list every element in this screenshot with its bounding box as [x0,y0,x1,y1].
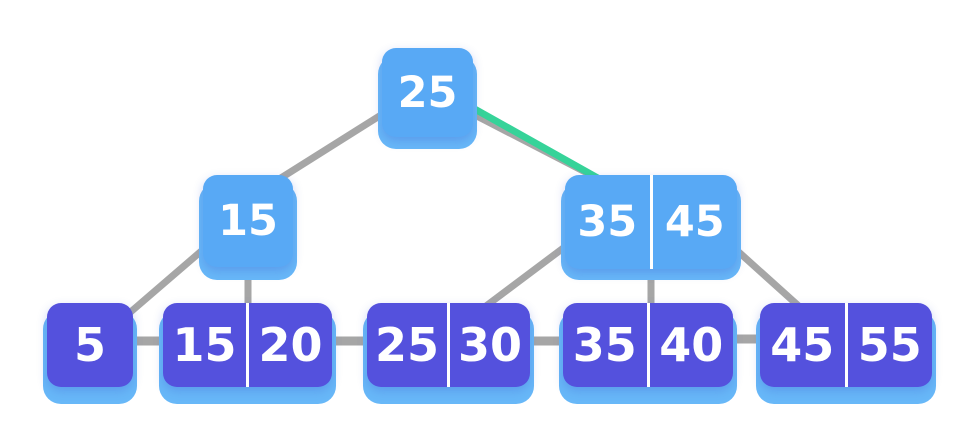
node-box: 35 45 [565,175,737,269]
key-cell: 15 [172,318,237,372]
edge-root-to-15 [263,100,402,191]
tree-leaf-5: 5 [43,303,137,404]
node-box: 15 [203,175,293,267]
tree-node-root: 25 [378,48,477,149]
node-box: 25 [382,48,473,137]
key-cell: 40 [646,303,734,387]
tree-node-internal-15: 15 [199,175,297,280]
tree-leaf-25-30: 25 30 [363,303,534,404]
node-box: 35 40 [563,303,733,387]
node-box: 25 30 [367,303,530,387]
key-cell: 55 [844,303,933,387]
key-cell: 25 [397,67,458,118]
node-box: 5 [47,303,133,387]
key-cell: 15 [218,196,278,246]
key-cell: 35 [572,318,637,372]
key-cell: 45 [770,318,835,372]
key-cell: 25 [374,318,439,372]
key-cell: 30 [447,303,530,387]
tree-leaf-15-20: 15 20 [159,303,336,404]
node-box: 45 55 [760,303,932,387]
tree-leaf-35-40: 35 40 [559,303,737,404]
tree-leaf-45-55: 45 55 [756,303,936,404]
key-cell: 5 [73,318,106,372]
key-cell: 20 [246,303,332,387]
node-box: 15 20 [163,303,332,387]
key-cell: 35 [577,197,638,247]
key-cell: 45 [649,175,738,269]
tree-node-internal-35-45: 35 45 [561,175,741,280]
